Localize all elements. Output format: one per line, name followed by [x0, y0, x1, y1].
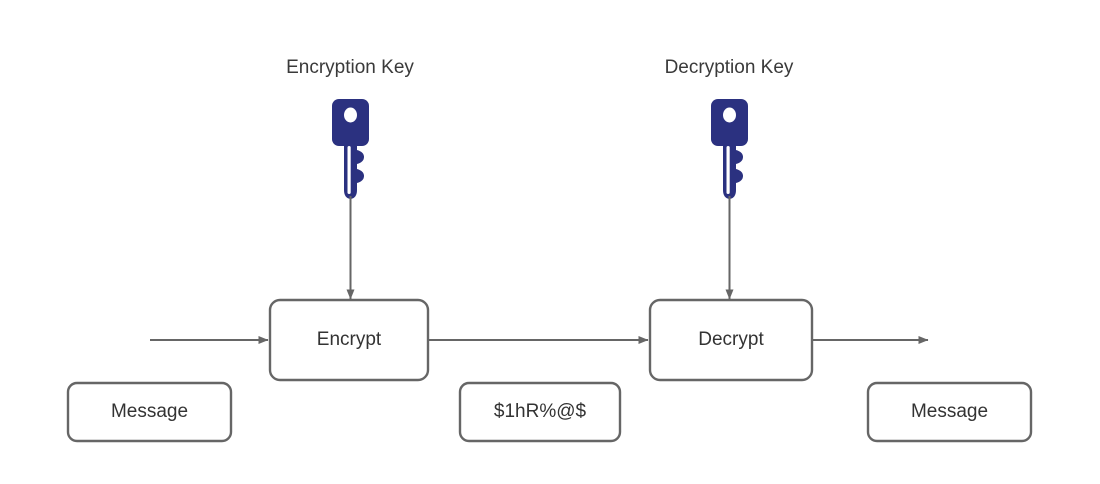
output-message-box[interactable]: [866, 381, 1033, 443]
decrypt-box[interactable]: [648, 298, 814, 382]
key-icon: [711, 99, 748, 199]
input-message-box[interactable]: [66, 381, 233, 443]
key-icon: [332, 99, 369, 199]
encrypt-box[interactable]: [268, 298, 430, 382]
ciphertext-box[interactable]: [458, 381, 622, 443]
